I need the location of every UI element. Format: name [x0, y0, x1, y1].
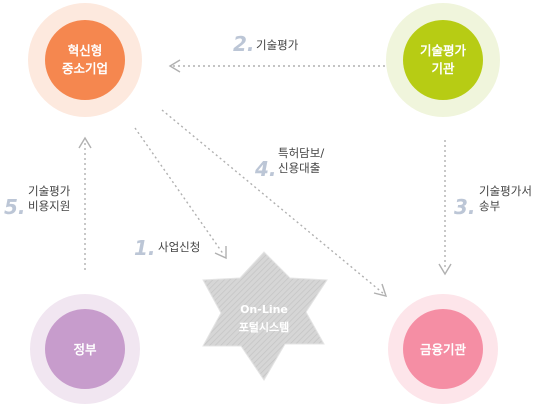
arrow-step-1	[134, 127, 227, 260]
arrow-step-5	[78, 136, 92, 270]
node-innovative-sme: 혁신형 중소기업	[28, 3, 142, 117]
step-label-line1: 기술평가	[28, 184, 71, 198]
star-label-line1: On-Line	[240, 303, 288, 316]
node-government: 정부	[30, 294, 140, 404]
arrow-step-3	[438, 140, 452, 276]
step-1: 1. 사업신청	[134, 236, 200, 260]
node-circle	[45, 309, 125, 389]
step-label-line1: 특허담보/	[278, 146, 324, 160]
step-label-line2: 송부	[479, 199, 500, 213]
step-number: 5.	[4, 195, 26, 219]
step-label-line2: 신용대출	[278, 161, 320, 175]
step-label-line2: 비용지원	[28, 199, 70, 213]
node-circle	[403, 309, 483, 389]
step-number: 1.	[134, 236, 156, 260]
node-circle	[403, 20, 483, 100]
step-2: 2. 기술평가	[233, 32, 299, 56]
node-financial-institution: 금융기관	[388, 294, 498, 404]
node-label-line1: 혁신형	[68, 43, 103, 58]
step-number: 2.	[233, 32, 255, 56]
arrow-step-4	[161, 109, 388, 297]
step-3: 3. 기술평가서 송부	[454, 184, 532, 219]
node-label: 정부	[73, 342, 97, 357]
node-label-line1: 기술평가	[420, 43, 467, 58]
step-label: 사업신청	[158, 240, 200, 254]
arrow-step-2	[168, 59, 385, 73]
node-online-portal: On-Line 포털시스템	[202, 251, 328, 381]
star-shape	[202, 251, 328, 381]
step-4: 4. 특허담보/ 신용대출	[254, 146, 324, 181]
star-label-line2: 포털시스템	[239, 320, 290, 334]
arrows	[78, 59, 452, 297]
node-circle	[45, 20, 125, 100]
node-tech-evaluation-agency: 기술평가 기관	[386, 3, 500, 117]
step-number: 3.	[454, 195, 476, 219]
node-label: 금융기관	[420, 342, 467, 357]
step-label: 기술평가	[256, 38, 299, 52]
step-5: 5. 기술평가 비용지원	[4, 184, 71, 219]
node-label-line2: 중소기업	[62, 61, 108, 76]
step-number: 4.	[254, 157, 277, 181]
step-label-line1: 기술평가서	[479, 184, 532, 198]
node-label-line2: 기관	[431, 61, 455, 76]
